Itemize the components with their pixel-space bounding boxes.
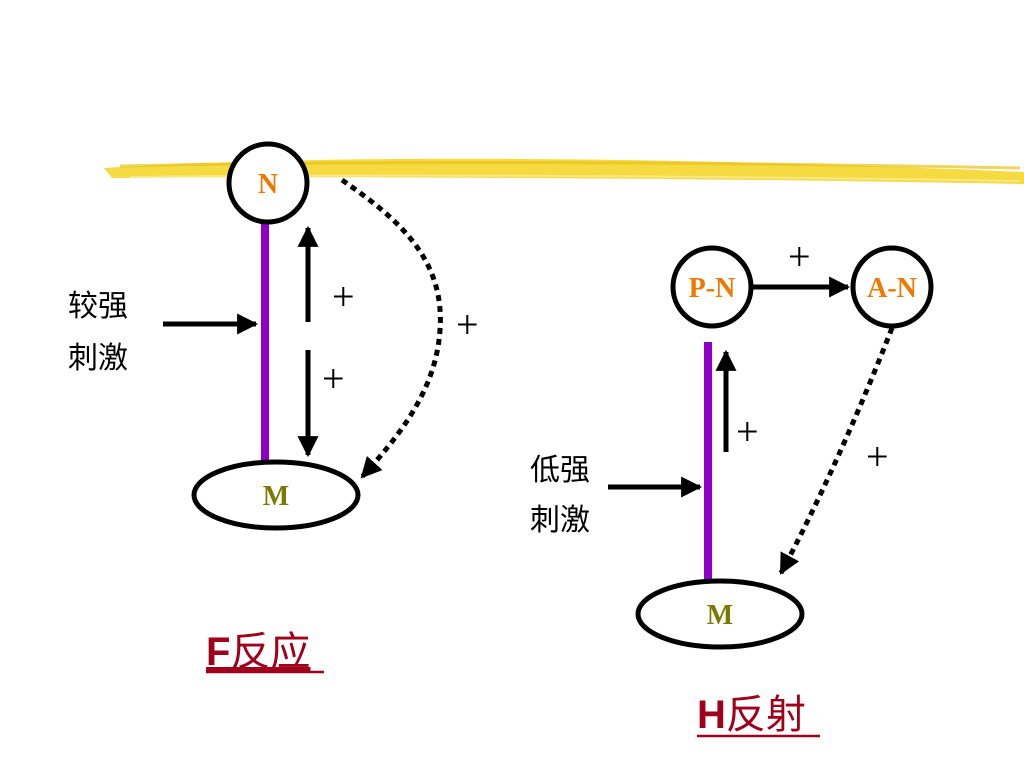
h-reflex-diagram: P-N A-N + M 低强 刺激 + + H反射 xyxy=(530,234,934,738)
f-node-n-label: N xyxy=(258,169,278,200)
h-plus-top: + xyxy=(788,234,811,279)
svg-text:H反射: H反射 xyxy=(697,692,806,738)
h-plus-up: + xyxy=(736,409,759,454)
h-stimulus-line1: 低强 xyxy=(530,453,590,488)
h-node-pn-circle xyxy=(670,245,754,329)
f-title-letter: F xyxy=(206,630,230,674)
f-node-n-circle xyxy=(226,141,310,225)
f-node-m-ellipse xyxy=(191,459,361,531)
f-stimulus-line1: 较强 xyxy=(68,289,128,324)
h-stimulus-line2: 刺激 xyxy=(530,503,590,538)
h-node-pn-label: P-N xyxy=(689,273,736,304)
svg-text:F反应: F反应 xyxy=(206,629,310,675)
f-node-m-label: M xyxy=(263,481,289,512)
f-plus-up: + xyxy=(332,274,355,319)
f-stimulus-line2: 刺激 xyxy=(68,341,128,376)
f-plus-dotted: + xyxy=(456,302,479,347)
h-dotted-arrow xyxy=(778,327,895,575)
f-title: F反应 xyxy=(206,629,324,675)
f-dotted-arrow xyxy=(340,177,443,479)
h-title-letter: H xyxy=(697,693,726,737)
h-title: H反射 xyxy=(697,692,820,738)
h-plus-dotted: + xyxy=(866,434,889,479)
h-node-an-label: A-N xyxy=(867,273,917,304)
h-node-m-ellipse xyxy=(635,578,805,650)
f-title-rest: 反应 xyxy=(230,629,310,675)
f-plus-down: + xyxy=(322,356,345,401)
f-response-diagram: N M 较强 刺激 + + + F反应 xyxy=(68,141,479,675)
h-title-rest: 反射 xyxy=(726,692,806,738)
h-node-m-label: M xyxy=(707,600,733,631)
h-node-an-circle xyxy=(850,245,934,329)
